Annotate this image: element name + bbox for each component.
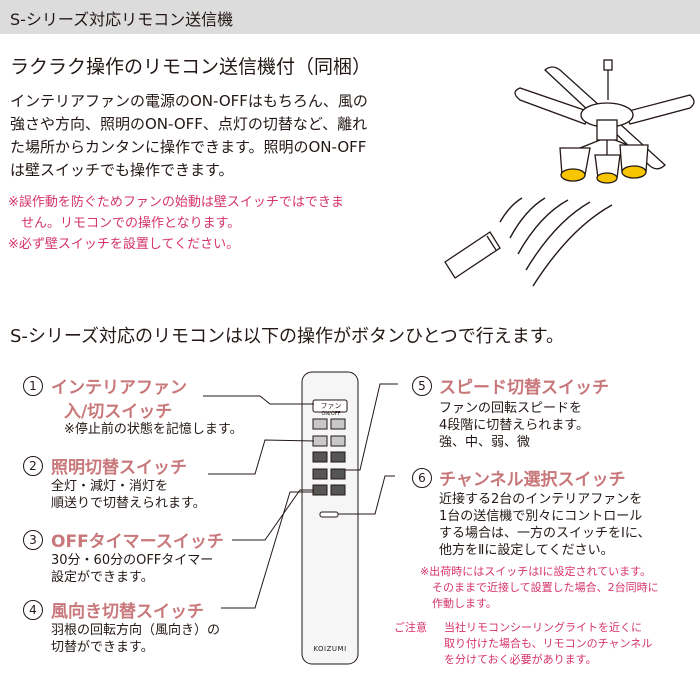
remote-fan-label: ファン (320, 402, 342, 410)
function-title-speed: スピード切替スイッチ (439, 378, 609, 398)
intro-line: は壁スイッチでも操作できます。 (10, 161, 234, 179)
section-heading: S-シリーズ対応のリモコンは以下の操作がボタンひとつで行えます。 (10, 326, 564, 347)
function-desc: 30分・60分のOFFタイマー 設定ができます。 (51, 553, 214, 585)
function-title-fan-power: 入/切スイッチ (64, 402, 173, 422)
remote-onoff-label: ON/OFF (321, 411, 341, 417)
remote-brand-logo: KOIZUMI (313, 645, 347, 653)
function-title-channel: チャンネル選択スイッチ (439, 470, 626, 490)
lamp-shade (559, 144, 649, 184)
function-desc: 羽根の回転方向（風向き）の 切替ができます。 (51, 623, 221, 655)
shipping-note: ※出荷時にはスイッチはⅠに設定されています。 そのままで近接して設置した場合、2… (420, 565, 659, 610)
function-desc: 全灯・減灯・消灯を 順送りで切替えられます。 (51, 479, 206, 511)
intro-line: 強さや方向、照明のON-OFF、点灯の切替など、離れ (10, 115, 368, 133)
function-number-2: 2 (23, 456, 43, 476)
function-desc: ファンの回転スピードを 4段階に切替えられます。 強、中、弱、微 (439, 401, 589, 450)
function-number-1: 1 (23, 376, 43, 396)
intro-line: た場所からカンタンに操作できます。照明のON-OFF (10, 138, 367, 156)
header-bar (0, 0, 700, 34)
function-number-6: 6 (412, 468, 432, 488)
intro-line: インテリアファンの電源のON-OFFはもちろん、風の (10, 92, 368, 110)
function-title-light-switch: 照明切替スイッチ (51, 458, 187, 478)
remote-small-icon (444, 231, 501, 279)
caution-text: 当社リモコンシーリングライトを近くに 取り付けた場合も、リモコンのチャンネル を… (444, 621, 653, 666)
function-number-3: 3 (23, 530, 43, 550)
function-desc: 近接する2台のインテリアファンを 1台の送信機で別々にコントロール する場合は、… (439, 492, 651, 558)
function-title-fan-power: インテリアファン (51, 378, 187, 398)
intro-subtitle: ラクラク操作のリモコン送信機付（同梱） (10, 56, 372, 78)
intro-note: ※誤作動を防ぐためファンの始動は壁スイッチではできま (8, 195, 344, 210)
function-desc: ※停止前の状態を記憶します。 (64, 422, 243, 437)
caution-label: ご注意 (394, 621, 427, 634)
function-title-off-timer: OFFタイマースイッチ (51, 532, 224, 552)
header-title: S-シリーズ対応リモコン送信機 (10, 10, 234, 29)
function-title-wind-direction: 風向き切替スイッチ (51, 602, 204, 622)
intro-note: せん。リモコンでの操作となります。 (8, 216, 241, 231)
function-number-5: 5 (412, 376, 432, 396)
function-number-4: 4 (23, 600, 43, 620)
intro-note: ※必ず壁スイッチを設置してください。 (8, 237, 240, 252)
